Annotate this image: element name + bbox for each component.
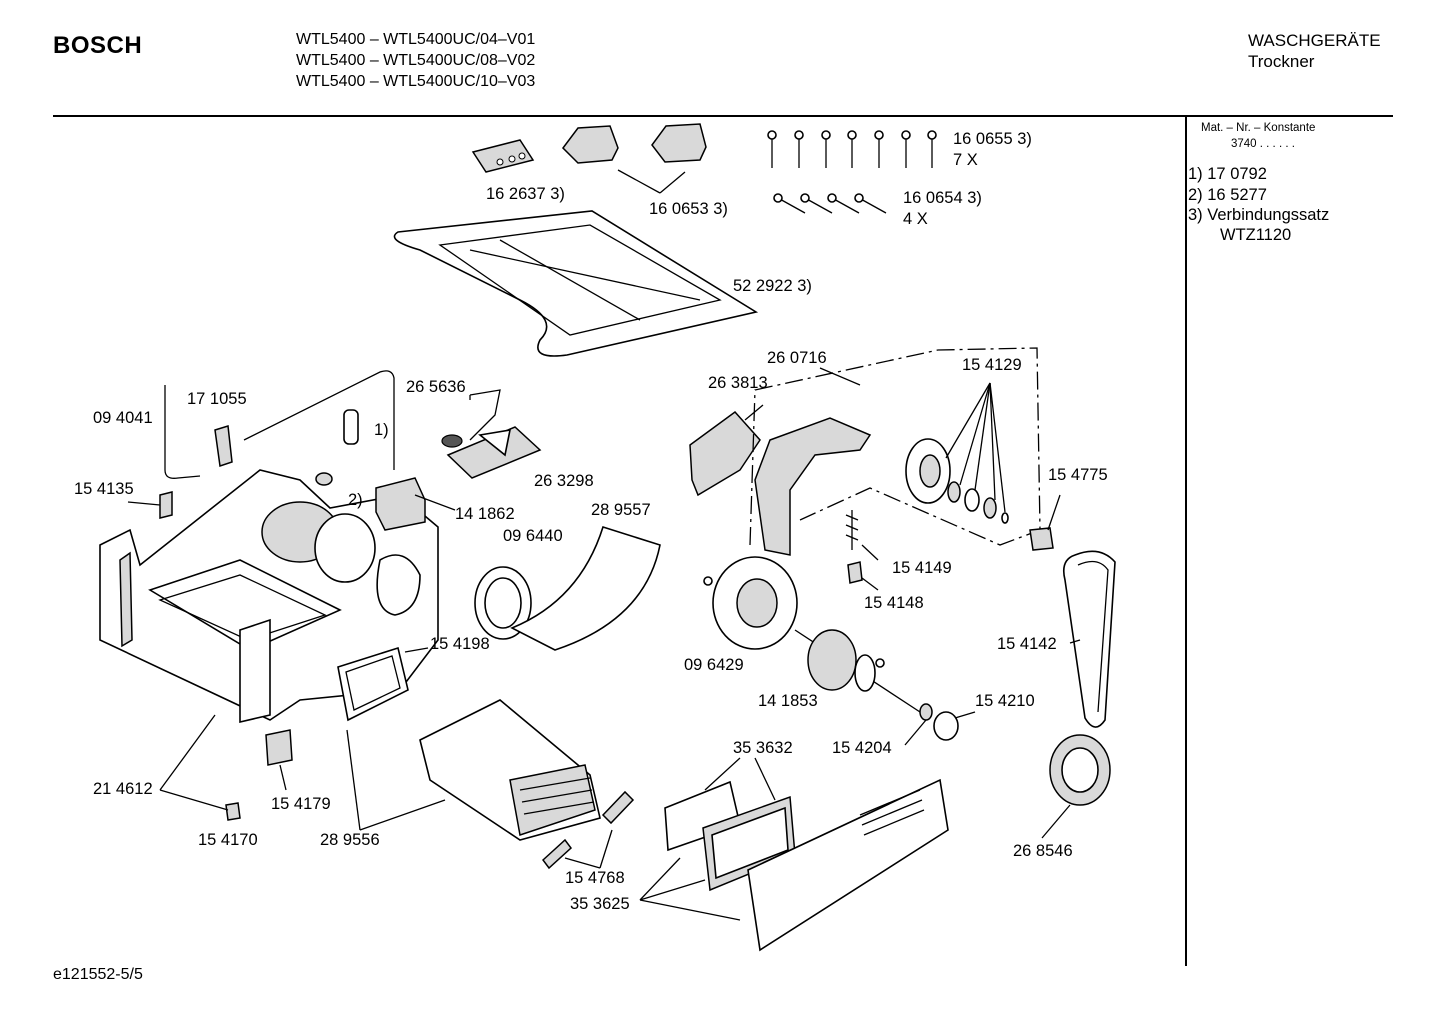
grommet-part — [315, 472, 333, 486]
foot-154170 — [225, 802, 241, 821]
label-162637: 16 2637 3) — [486, 185, 565, 203]
sensor-265636 — [441, 389, 501, 448]
label-154179: 15 4179 — [271, 795, 331, 813]
label-154129: 15 4129 — [962, 356, 1022, 374]
cap-154775 — [1029, 527, 1054, 551]
lever-assembly-260716 — [754, 417, 872, 556]
dashed-group-outline — [749, 347, 1041, 546]
door-latch-263813 — [689, 410, 761, 497]
label-154198: 15 4198 — [430, 635, 490, 653]
motor-141853 — [794, 629, 921, 713]
front-cover-353625 — [747, 778, 949, 952]
label-154204: 15 4204 — [832, 739, 892, 757]
screws-154768 — [541, 790, 635, 870]
sidebar-note-3-model: WTZ1120 — [1220, 226, 1292, 244]
screw-row-7x — [767, 130, 937, 168]
base-frame-assembly — [99, 469, 439, 724]
document-id: e121552-5/5 — [53, 966, 143, 983]
model-line-2: WTL5400 – WTL5400UC/08–V02 — [296, 52, 536, 69]
label-141862: 14 1862 — [455, 505, 515, 523]
mounting-template-sheet — [393, 210, 759, 357]
label-160654: 16 0654 3) — [903, 189, 982, 207]
pulley-set-154129 — [905, 382, 1009, 524]
connector-154179 — [265, 729, 293, 766]
label-154148: 15 4148 — [864, 594, 924, 612]
bearings-154210-154204 — [919, 703, 959, 741]
model-line-3: WTL5400 – WTL5400UC/10–V03 — [296, 73, 536, 90]
capacitor-part — [343, 409, 359, 445]
label-263813: 26 3813 — [708, 374, 768, 392]
label-263298: 26 3298 — [534, 472, 594, 490]
sidebar-note-3: 3) Verbindungssatz — [1188, 206, 1330, 224]
label-154135: 15 4135 — [74, 480, 134, 498]
spring-154149 — [845, 510, 859, 550]
label-160655-qty: 7 X — [953, 151, 978, 169]
screw-row-4x — [773, 193, 887, 214]
label-265636: 26 5636 — [406, 378, 466, 396]
label-096440: 09 6440 — [503, 527, 563, 545]
filter-roller-268546 — [1049, 734, 1111, 806]
label-note-2: 2) — [348, 491, 363, 509]
label-522922: 52 2922 3) — [733, 277, 812, 295]
label-214612: 21 4612 — [93, 780, 153, 798]
leader-lines — [127, 395, 1081, 921]
model-line-1: WTL5400 – WTL5400UC/04–V01 — [296, 31, 536, 48]
sidebar-note-2: 2) 16 5277 — [1188, 186, 1267, 204]
drive-belt-154142 — [1062, 550, 1116, 728]
label-289557: 28 9557 — [591, 501, 651, 519]
label-268546: 26 8546 — [1013, 842, 1073, 860]
filter-frame-154198 — [337, 646, 409, 722]
brand-logo: BOSCH — [53, 32, 143, 59]
clip-154135 — [159, 491, 173, 519]
sidebar-heading: Mat. – Nr. – Konstante — [1201, 122, 1316, 134]
category: WASCHGERÄTE — [1248, 31, 1381, 50]
label-154149: 15 4149 — [892, 559, 952, 577]
hose-parts — [164, 370, 395, 479]
gasket-frames-353632 — [664, 780, 796, 892]
label-160653: 16 0653 3) — [649, 200, 728, 218]
label-154142: 15 4142 — [997, 635, 1057, 653]
label-note-1: 1) — [374, 421, 389, 439]
lint-filter-289556 — [419, 699, 601, 841]
label-094041: 09 4041 — [93, 409, 153, 427]
label-096429: 09 6429 — [684, 656, 744, 674]
label-154775: 15 4775 — [1048, 466, 1108, 484]
subcategory: Trockner — [1248, 52, 1315, 71]
label-260716: 26 0716 — [767, 349, 827, 367]
bracket-plate-part — [471, 139, 535, 173]
label-171055: 17 1055 — [187, 390, 247, 408]
control-board-263298 — [446, 426, 542, 479]
hinge-bracket-parts — [562, 123, 707, 194]
curved-guide-289557 — [510, 525, 661, 651]
label-160655: 16 0655 3) — [953, 130, 1032, 148]
label-141853: 14 1853 — [758, 692, 818, 710]
label-160654-qty: 4 X — [903, 210, 928, 228]
fan-wheel-096429 — [703, 556, 798, 650]
motor-relay-141862 — [375, 477, 426, 531]
label-353632: 35 3632 — [733, 739, 793, 757]
label-154210: 15 4210 — [975, 692, 1035, 710]
sidebar-constant: 3740 . . . . . . — [1231, 138, 1295, 150]
label-289556: 28 9556 — [320, 831, 380, 849]
sidebar-note-1: 1) 17 0792 — [1188, 165, 1267, 183]
label-154768: 15 4768 — [565, 869, 625, 887]
label-353625: 35 3625 — [570, 895, 630, 913]
label-154170: 15 4170 — [198, 831, 258, 849]
seal-ring-096440 — [474, 566, 532, 640]
nut-154148 — [847, 561, 863, 584]
